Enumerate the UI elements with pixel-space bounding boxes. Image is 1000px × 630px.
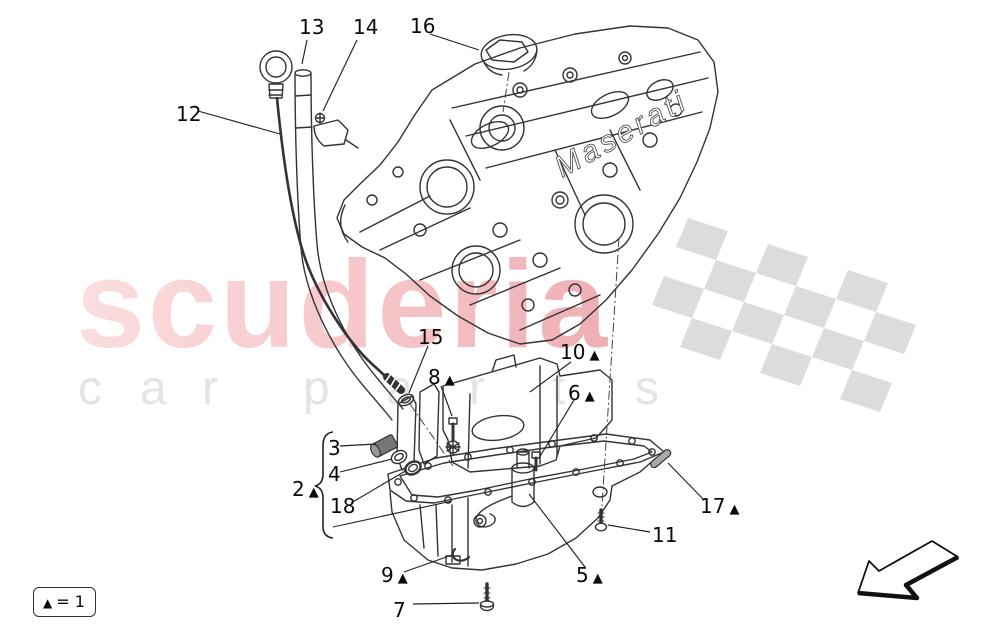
- wm-letter-r2: r: [469, 362, 485, 415]
- callout-3: 3: [328, 436, 341, 460]
- callout-17: 17▲: [700, 494, 740, 518]
- callout-7: 7: [393, 598, 406, 622]
- callout-11: 11: [652, 523, 678, 547]
- callout-5: 5▲: [576, 563, 603, 587]
- engine-block-drawing: [336, 25, 719, 345]
- legend-box: ▲= 1: [33, 587, 96, 617]
- callout-14: 14: [353, 15, 379, 39]
- flange-bolt-holes: [394, 434, 656, 504]
- oil-level-sensor: [473, 448, 541, 528]
- callout-9: 9▲: [381, 563, 408, 587]
- callout-16: 16: [410, 14, 436, 38]
- callout-4: 4: [328, 462, 341, 486]
- baffle-bolt: [445, 417, 461, 455]
- legend-text: = 1: [56, 592, 85, 611]
- wm-letter-a: a: [140, 362, 167, 415]
- callout-2: 2▲: [292, 477, 319, 501]
- checkered-flag-watermark: [652, 218, 916, 412]
- oil-filler-cap: [480, 33, 538, 76]
- wm-letter-s: s: [635, 362, 659, 415]
- group-2-brace: [314, 431, 334, 539]
- callout-6: 6▲: [568, 381, 595, 405]
- brand-sub-letters: c a r p a r t s: [78, 362, 659, 415]
- brand-watermark: scuderia: [76, 236, 610, 374]
- leader-lines: [197, 33, 705, 605]
- dipstick: [259, 50, 415, 407]
- callout-13: 13: [299, 15, 325, 39]
- callout-10: 10▲: [560, 340, 600, 364]
- legend-triangle-symbol: ▲: [43, 596, 53, 610]
- callout-8: 8▲: [428, 365, 455, 389]
- small-hardware: [451, 449, 672, 612]
- callout-12: 12: [176, 102, 202, 126]
- wm-letter-r: r: [202, 362, 218, 415]
- centerlines: [409, 71, 620, 507]
- direction-arrow: [857, 540, 960, 601]
- dipstick-tube: [294, 69, 404, 421]
- oil-baffle: [396, 354, 613, 473]
- callout-18: 18: [330, 494, 356, 518]
- wm-letter-p: p: [303, 362, 330, 415]
- callout-15: 15: [418, 325, 444, 349]
- tube-clamp: [313, 112, 359, 149]
- wm-letter-c: c: [78, 362, 102, 415]
